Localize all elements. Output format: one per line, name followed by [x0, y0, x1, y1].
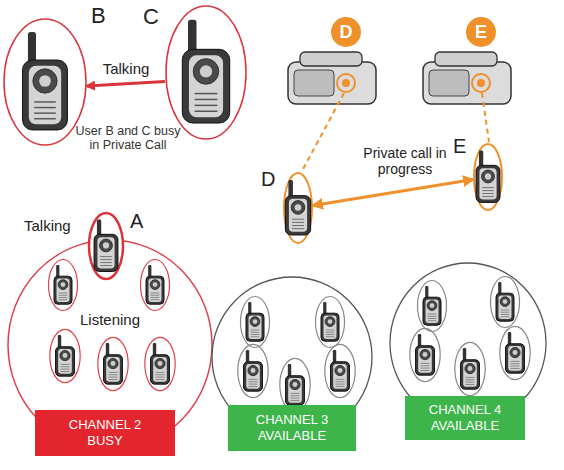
channel-box: CHANNEL 3 AVAILABLE	[228, 405, 356, 451]
note-label: User B and C busy in Private Call	[71, 124, 185, 153]
channel-label: CHANNEL 4 AVAILABLE	[417, 402, 513, 435]
radio-outline	[283, 172, 313, 244]
radio-letter: B	[91, 4, 106, 28]
status-label: Talking	[24, 218, 71, 235]
arrow-connector	[87, 82, 165, 86]
group-label: Listening	[65, 311, 155, 328]
radio-letter: E	[465, 16, 497, 48]
dashed-link	[482, 93, 489, 142]
radio-letter: E	[453, 135, 466, 157]
radio-outline	[473, 143, 503, 211]
radio-badge: D	[330, 16, 362, 48]
radio-top-view	[288, 52, 376, 104]
listening-radios	[48, 259, 530, 411]
radio-outline	[165, 5, 247, 140]
edge-label: Talking	[91, 60, 161, 77]
radio-top-view	[423, 52, 511, 104]
channel-label: CHANNEL 2 BUSY	[57, 417, 153, 450]
radio-letter: C	[143, 5, 159, 29]
dashed-link	[302, 93, 344, 171]
radio-ellipse: B	[3, 18, 87, 146]
radio-letter: D	[261, 168, 275, 190]
radio-letter: A	[130, 210, 143, 232]
radio-ellipse: TalkingA	[88, 212, 124, 280]
radio-outline	[88, 212, 124, 280]
arrow-connector	[313, 179, 473, 205]
radio-outline	[3, 18, 87, 146]
channel-label: CHANNEL 3 AVAILABLE	[244, 412, 340, 445]
radio-ellipse: D	[283, 172, 313, 244]
radio-ellipse: E	[473, 143, 503, 211]
radio-ellipse: C	[165, 5, 247, 140]
radio-letter: D	[330, 16, 362, 48]
radio-badge: E	[465, 16, 497, 48]
channel-box: CHANNEL 4 AVAILABLE	[405, 396, 525, 440]
edge-label: Private call in progress	[349, 145, 461, 177]
channel-box: CHANNEL 2 BUSY	[35, 410, 175, 456]
